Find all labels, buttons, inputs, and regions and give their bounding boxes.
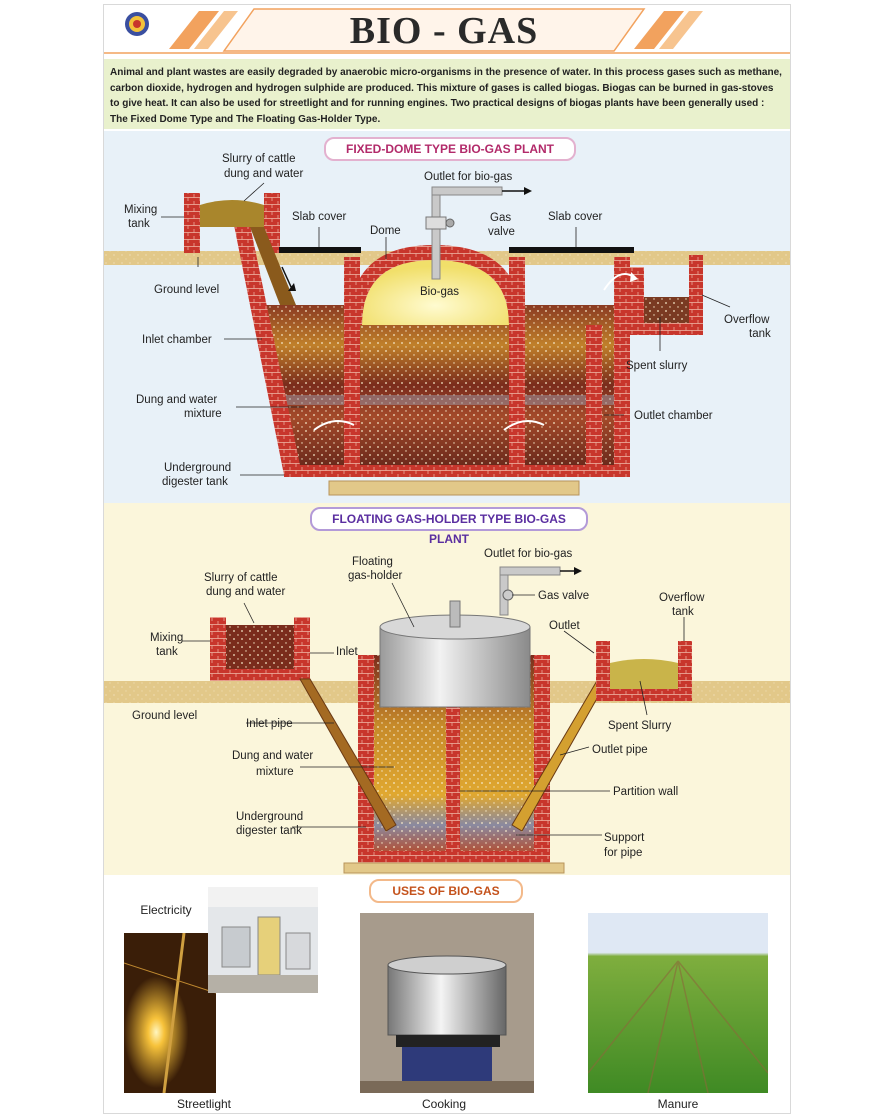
label-digester-fl-1: Underground <box>236 811 303 823</box>
label-mixing-fl-1: Mixing <box>150 632 183 644</box>
label-mixing-1: Mixing <box>124 204 157 216</box>
label-gas-valve-1: Gas <box>490 212 511 224</box>
gas-valve-icon <box>425 216 447 230</box>
inlet-wall <box>234 225 300 475</box>
label-inlet-chamber: Inlet chamber <box>142 334 212 346</box>
floating-diagram: Floating gas-holder Outlet for bio-gas S… <box>104 548 790 874</box>
label-outlet-pipe: Outlet pipe <box>592 744 648 756</box>
label-outlet-fl: Outlet <box>549 620 580 632</box>
slab-cover-right <box>509 247 634 253</box>
label-slurry-fl-1: Slurry of cattle <box>204 572 278 584</box>
label-slurry-fl-2: dung and water <box>206 586 285 598</box>
cooking-photo <box>360 913 534 1093</box>
caption-streetlight: Streetlight <box>176 1097 232 1111</box>
label-mixing-fl-2: tank <box>156 646 178 658</box>
label-dung-fl-2: mixture <box>256 766 294 778</box>
intro-box: Animal and plant wastes are easily degra… <box>104 59 790 129</box>
label-ground: Ground level <box>154 284 219 296</box>
label-gas-valve-fl: Gas valve <box>538 590 589 602</box>
label-digester-1: Underground <box>164 462 231 474</box>
gas-valve-icon-2 <box>502 589 514 601</box>
label-gas-valve-2: valve <box>488 226 515 238</box>
partition-wall <box>446 705 460 855</box>
label-dome: Dome <box>370 225 401 237</box>
label-slab-left: Slab cover <box>292 211 347 223</box>
label-overflow-fl-2: tank <box>672 606 694 618</box>
intro-text: Animal and plant wastes are easily degra… <box>110 67 782 125</box>
label-support-1: Support <box>604 832 645 844</box>
poster: BIO - GAS Animal and plant wastes are ea… <box>103 4 791 1114</box>
mixing-tank-slurry <box>200 200 264 227</box>
label-inlet-pipe: Inlet pipe <box>246 718 293 730</box>
label-dung-2: mixture <box>184 408 222 420</box>
streetlight-photo <box>124 933 216 1093</box>
label-overflow-2: tank <box>749 328 771 340</box>
publisher-logo-icon <box>125 12 149 36</box>
header: BIO - GAS <box>104 5 790 55</box>
label-slurry-2: dung and water <box>224 168 303 180</box>
label-dung-1: Dung and water <box>136 394 217 406</box>
label-ground-fl: Ground level <box>132 710 197 722</box>
uses-heading: USES OF BIO-GAS <box>369 879 523 903</box>
label-outlet: Outlet for bio-gas <box>424 171 512 183</box>
biogas-dome <box>362 260 509 325</box>
floating-gas-holder <box>379 626 531 708</box>
electricity-photo <box>208 887 318 993</box>
label-inlet-fl: Inlet <box>336 646 359 658</box>
label-slurry-1: Slurry of cattle <box>222 153 296 165</box>
uses-section: Electricity Streetlight Cooking Manure <box>104 875 790 1113</box>
label-overflow-fl-1: Overflow <box>659 592 705 604</box>
label-dung-fl-1: Dung and water <box>232 750 313 762</box>
label-spent-fl: Spent Slurry <box>608 720 672 732</box>
fixed-dome-diagram: Slurry of cattle dung and water Mixing t… <box>104 153 790 496</box>
label-support-2: for pipe <box>604 847 642 859</box>
slab-cover-left <box>279 247 361 253</box>
label-partition: Partition wall <box>613 786 678 798</box>
page-title: BIO - GAS <box>349 10 539 52</box>
caption-electricity: Electricity <box>140 903 192 917</box>
manure-photo <box>588 913 768 1093</box>
fixed-dome-section: Slurry of cattle dung and water Mixing t… <box>104 131 790 503</box>
floating-section: Floating gas-holder Outlet for bio-gas S… <box>104 503 790 875</box>
label-digester-fl-2: digester tank <box>236 825 302 837</box>
label-outlet-chamber: Outlet chamber <box>634 410 713 422</box>
floating-heading: FLOATING GAS-HOLDER TYPE BIO-GAS PLANT <box>310 507 588 546</box>
caption-manure: Manure <box>657 1097 699 1111</box>
label-floating-2: gas-holder <box>348 570 403 582</box>
header-banner <box>104 8 790 54</box>
label-spent: Spent slurry <box>626 360 688 372</box>
label-slab-right: Slab cover <box>548 211 603 223</box>
label-floating-1: Floating <box>352 556 393 568</box>
label-biogas: Bio-gas <box>420 286 459 298</box>
fixed-dome-heading: FIXED-DOME TYPE BIO-GAS PLANT <box>324 137 576 161</box>
label-mixing-2: tank <box>128 218 150 230</box>
caption-cooking: Cooking <box>421 1097 467 1111</box>
inlet-pipe <box>299 678 397 832</box>
label-digester-2: digester tank <box>162 476 228 488</box>
label-overflow-1: Overflow <box>724 314 770 326</box>
label-outlet-2: Outlet for bio-gas <box>484 548 572 560</box>
